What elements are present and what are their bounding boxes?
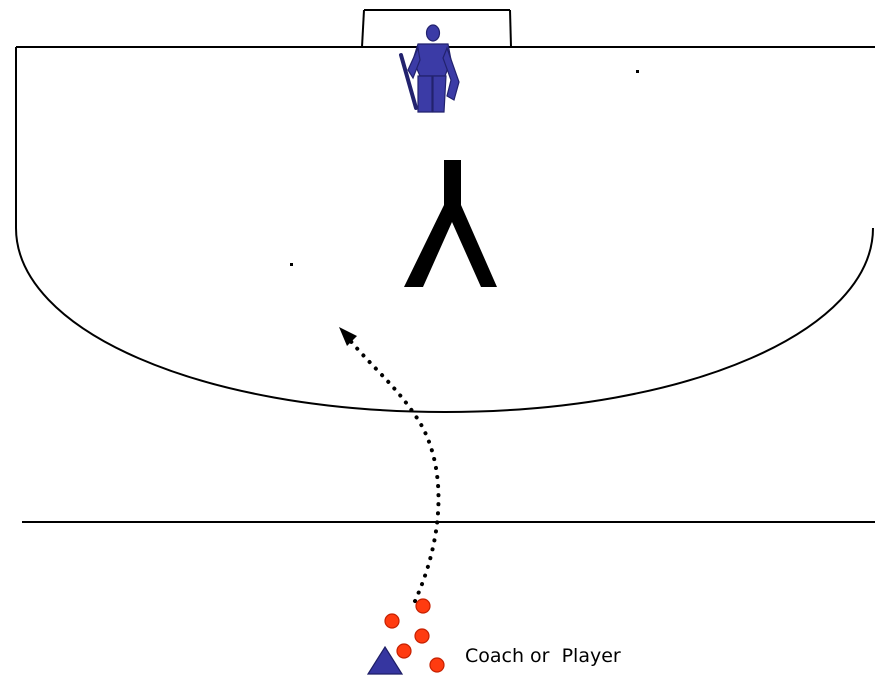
ball-icon: [384, 613, 400, 629]
inverted-y-cone-icon: [404, 160, 497, 287]
ball-icon: [429, 657, 445, 673]
field-mark-dot: [636, 70, 639, 73]
triangle-marker-icon: [366, 645, 404, 675]
legend-label: Coach or Player: [465, 645, 621, 667]
field-mark-dot: [290, 263, 293, 266]
goal: [361, 9, 512, 48]
ball-icon: [414, 628, 430, 644]
goalkeeper-figure-icon: [399, 24, 460, 113]
ball-icon: [415, 598, 431, 614]
balls-group: [384, 598, 445, 673]
arrow-head-icon: [339, 327, 357, 346]
pass-path: [339, 327, 441, 603]
ball-icon: [396, 643, 412, 659]
shooting-circle: [15, 47, 874, 414]
